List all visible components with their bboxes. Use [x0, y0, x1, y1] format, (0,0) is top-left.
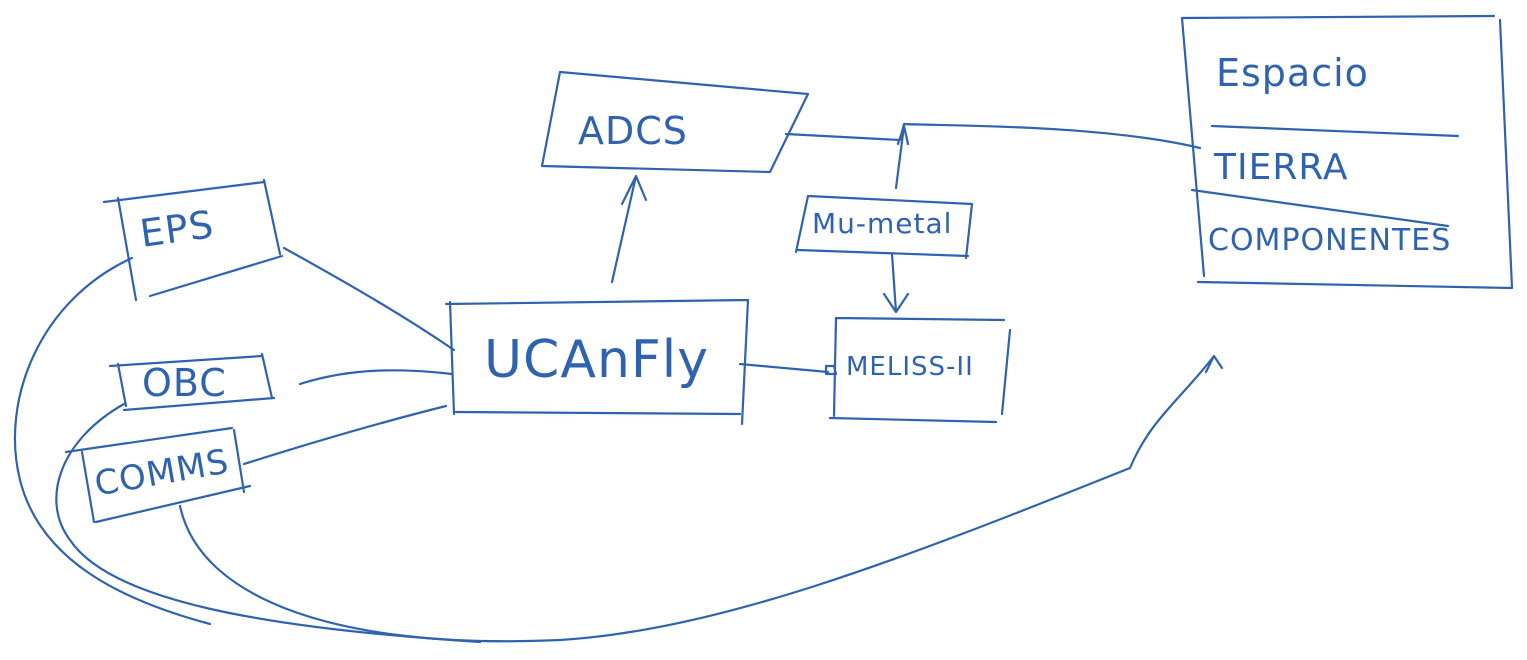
connector-mumetal-meliss: [882, 252, 910, 314]
ucanfly-box: [444, 298, 750, 426]
obc-label: OBC: [142, 361, 227, 405]
loop-eps: [13, 256, 212, 626]
panel-tierra-label: TIERRA: [1214, 147, 1349, 188]
connector-adcs-tierra: [784, 122, 1202, 150]
connector-comms-ucanfly: [242, 404, 448, 466]
obc-box: [108, 352, 276, 412]
connector-ucanfly-meliss: [738, 362, 838, 376]
panel-componentes-label: COMPONENTES: [1208, 223, 1452, 258]
panel-espacio-label: Espacio: [1216, 51, 1369, 95]
meliss-label: MELISS-II: [846, 352, 974, 382]
adcs-label: ADCS: [578, 109, 688, 153]
loop-comms-to-panel: [178, 354, 1224, 643]
connector-obc-ucanfly: [298, 369, 454, 386]
ucanfly-label: UCAnFly: [484, 330, 710, 390]
comms-box: [64, 426, 252, 524]
eps-label: EPS: [137, 202, 217, 256]
mu-metal-label: Mu-metal: [812, 207, 953, 240]
connector-eps-ucanfly: [282, 246, 456, 352]
panel-divider-2: [1190, 188, 1450, 228]
eps-box: [102, 178, 284, 302]
meliss-box: [828, 316, 1012, 424]
panel-divider-1: [1210, 124, 1460, 138]
loop-obc: [55, 402, 482, 644]
panel-box: [1180, 14, 1514, 290]
mu-metal-box: [794, 194, 974, 260]
adcs-box: [540, 70, 810, 174]
connector-mumetal-up: [894, 124, 910, 190]
connector-ucanfly-adcs: [610, 174, 648, 284]
